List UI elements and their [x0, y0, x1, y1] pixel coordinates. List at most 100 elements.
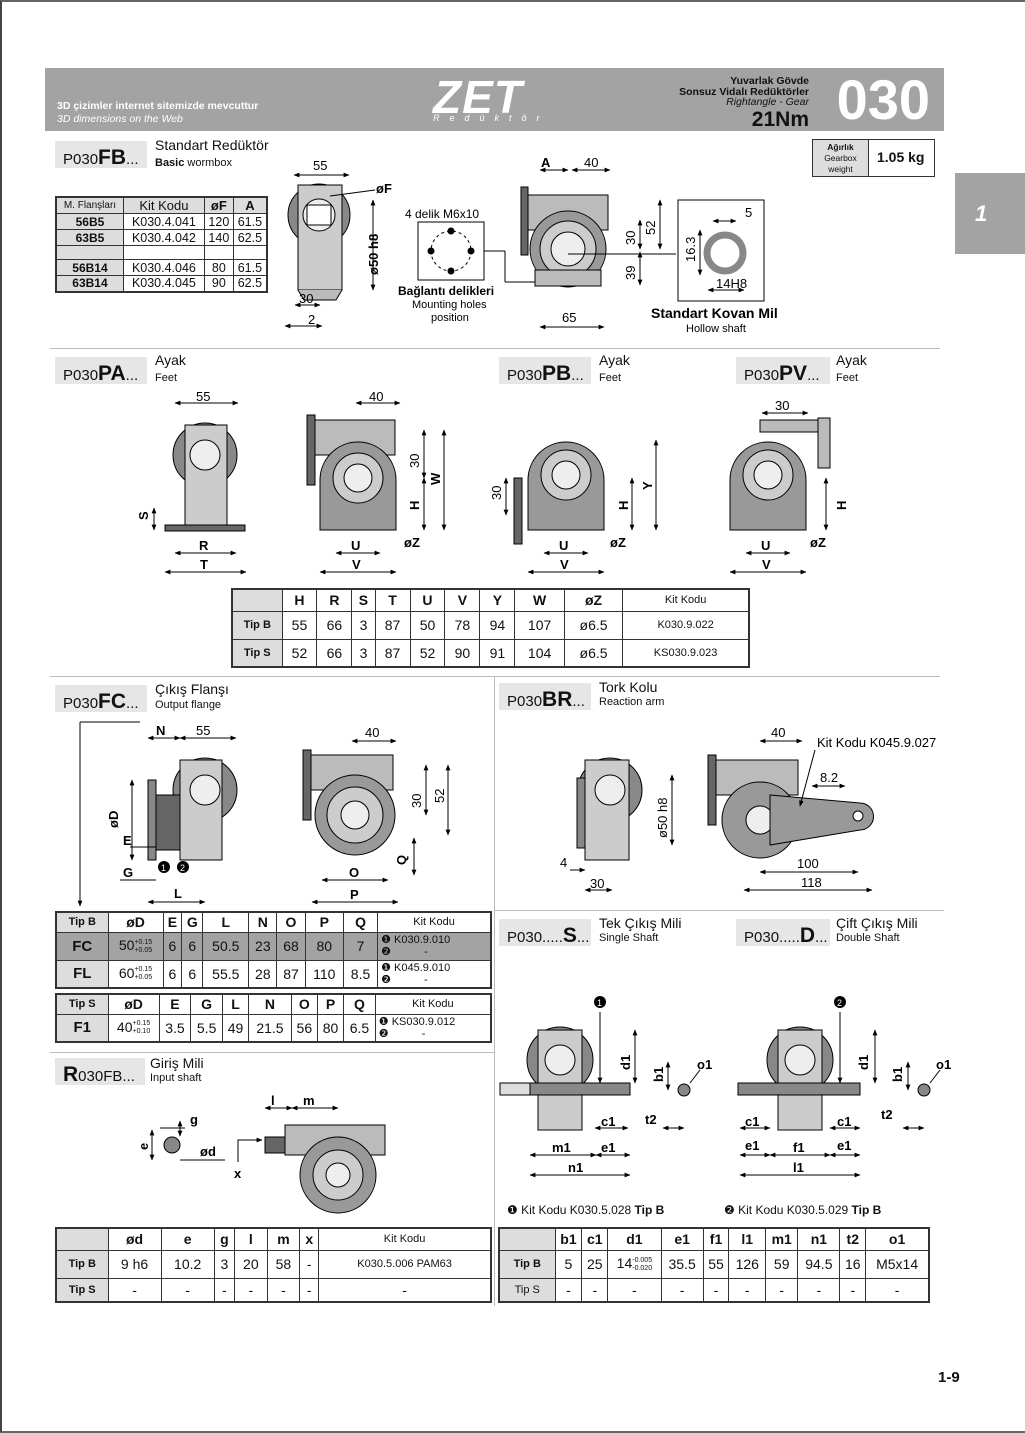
- mount-en2: position: [431, 312, 469, 324]
- fb-dim-A: A: [541, 155, 551, 170]
- pv-dim-Z: øZ: [810, 535, 826, 550]
- fc-front-view: [302, 738, 451, 905]
- page-number: 1-9: [938, 1369, 960, 1386]
- r-subtitle: Input shaft: [150, 1072, 202, 1084]
- br-dim-50: ø50 h8: [655, 798, 670, 838]
- fb-subtitle: Basic wormbox: [155, 157, 233, 169]
- hollow-shaft-diagram: [677, 199, 765, 302]
- fb-dim-30b: 30: [623, 231, 638, 245]
- fc-dim-Q: Q: [394, 855, 409, 865]
- shaft-subtitle: Hollow shaft: [686, 323, 746, 335]
- br-title: Tork Kolu: [599, 679, 658, 695]
- d-dim-d1: d1: [856, 1055, 871, 1070]
- type-line-1: Yuvarlak Gövde: [730, 75, 809, 87]
- d-title: Çift Çıkış Mili: [836, 915, 918, 931]
- d-dim-t2: t2: [881, 1107, 893, 1122]
- input-shaft-view: [149, 1105, 386, 1214]
- br-dim-4: 4: [560, 855, 567, 870]
- shaft-dim-163: 16.3: [683, 237, 698, 262]
- br-dim-100: 100: [797, 856, 819, 871]
- pb-code: P030PB...: [499, 357, 591, 385]
- d-dim-c1a: c1: [745, 1114, 759, 1129]
- s-dim-n1: n1: [568, 1160, 583, 1175]
- weight-box: Ağırlık Gearbox weight 1.05 kg: [812, 139, 935, 177]
- mount-en1: Mounting holes: [412, 299, 487, 311]
- single-shaft-view: [499, 1012, 701, 1178]
- fb-dim-40: 40: [584, 155, 598, 170]
- size-number: 030: [836, 68, 930, 131]
- fc-dim-P: P: [350, 887, 359, 902]
- d-code: P030.....D...: [736, 919, 830, 947]
- divider-4: [494, 910, 944, 911]
- r-dim-d: ød: [200, 1144, 216, 1159]
- s-dim-e1: e1: [601, 1140, 615, 1155]
- d-dim-e1b: e1: [837, 1138, 851, 1153]
- mount-title: Bağlantı delikleri: [398, 284, 494, 298]
- r-title: Giriş Mili: [150, 1055, 204, 1071]
- pb-dim-V: V: [560, 557, 569, 572]
- fb-dim-30: 30: [299, 291, 313, 306]
- pb-subtitle: Feet: [599, 372, 622, 384]
- fc-dim-40: 40: [365, 725, 379, 740]
- product-type: Yuvarlak Gövde Sonsuz Vidalı Redüktörler…: [679, 76, 809, 108]
- weight-label-en2: weight: [828, 164, 853, 174]
- torque-value: 21Nm: [751, 108, 809, 131]
- pa-dim-40: 40: [369, 389, 383, 404]
- d-dim-b1: b1: [890, 1067, 905, 1082]
- shaft-title: Standart Kovan Mil: [651, 305, 778, 321]
- d-marker-2: 2: [837, 998, 842, 1008]
- r-dim-x: x: [234, 1166, 242, 1181]
- pa-front-view: [306, 400, 447, 575]
- s-title: Tek Çıkış Mili: [599, 915, 682, 931]
- br-code: P030BR...: [499, 683, 591, 711]
- weight-label-en1: Gearbox: [824, 153, 857, 163]
- fc-subtitle: Output flange: [155, 699, 222, 711]
- br-subtitle: Reaction arm: [599, 696, 665, 708]
- pv-title: Ayak: [836, 352, 867, 368]
- s-dim-d1: d1: [618, 1055, 633, 1070]
- shaft-dim-5: 5: [745, 205, 752, 220]
- pb-dim-30: 30: [489, 486, 504, 500]
- fc-dim-D: øD: [106, 811, 121, 828]
- s-dim-c1: c1: [601, 1114, 615, 1129]
- r-dim-e: e: [136, 1143, 151, 1150]
- s-code: P030.....S...: [499, 919, 591, 947]
- shaft-kit-1: ❶ Kit Kodu K030.5.028 Tip B: [507, 1203, 665, 1217]
- d-dim-o1: o1: [936, 1057, 951, 1072]
- pv-dim-30: 30: [775, 398, 789, 413]
- s-dim-o1: o1: [697, 1057, 712, 1072]
- chapter-tab: 1: [955, 173, 1025, 254]
- pa-dim-S: S: [136, 511, 151, 520]
- pa-dim-H: H: [407, 501, 422, 510]
- fb-dim-65: 65: [562, 310, 576, 325]
- fb-dim-oF: øF: [376, 181, 392, 196]
- fb-dim-52: 52: [643, 221, 658, 235]
- br-dim-30: 30: [590, 876, 604, 891]
- fb-side-view: [284, 172, 376, 329]
- fc-title: Çıkış Flanşı: [155, 681, 229, 697]
- fc-dim-N: N: [156, 723, 165, 738]
- br-dim-118: 118: [801, 875, 822, 890]
- pa-side-view: [151, 400, 247, 575]
- pb-dim-Z: øZ: [610, 535, 626, 550]
- pb-title: Ayak: [599, 352, 630, 368]
- d-dim-e1a: e1: [745, 1138, 759, 1153]
- d-dim-l1: l1: [793, 1160, 804, 1175]
- br-kit: Kit Kodu K045.9.027: [817, 735, 936, 750]
- divider-vertical: [494, 676, 495, 1306]
- fb-dim-39: 39: [623, 266, 638, 280]
- pv-dim-V: V: [762, 557, 771, 572]
- d-subtitle: Double Shaft: [836, 932, 900, 944]
- fc-dim-E: E: [123, 833, 132, 848]
- pa-dim-W: W: [428, 472, 443, 485]
- r-dim-m: m: [303, 1093, 315, 1108]
- r-dim-l: l: [271, 1093, 275, 1108]
- s-marker-1: 1: [597, 998, 602, 1008]
